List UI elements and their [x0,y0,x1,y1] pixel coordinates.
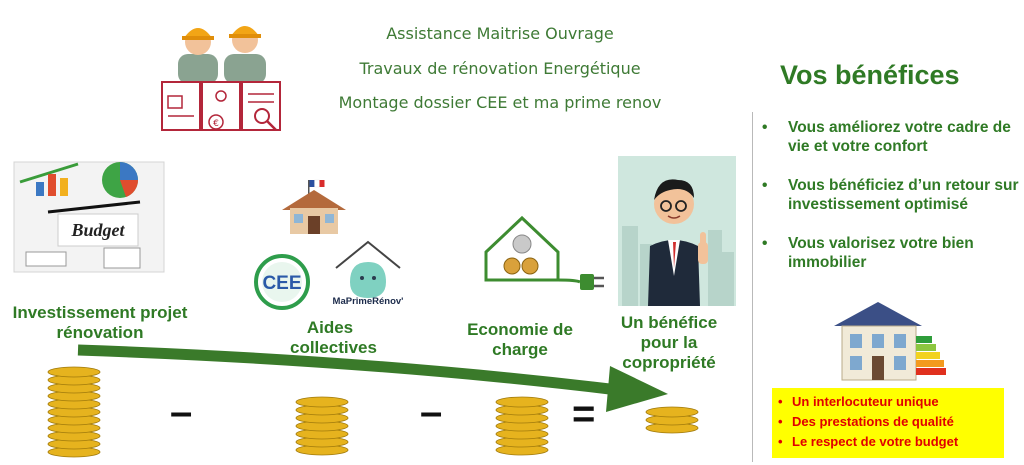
label-investissement: Investissement projet rénovation [12,303,188,342]
flow-arrow [77,344,668,412]
budget-illustration: Budget [13,161,165,273]
energy-label-building-illustration [834,302,946,381]
bullet-icon: • [778,394,783,409]
coin-stack-economie [495,396,549,456]
equals-operator: = [572,392,596,436]
highlight-text: Le respect de votre budget [792,434,959,449]
svg-text:€: € [213,119,219,129]
benefit-text: Vous améliorez votre cadre de vie et vot… [788,119,1011,155]
cee-logo: CEE [254,254,310,310]
bullet-icon: • [762,235,768,252]
benefit-item: • Vous bénéficiez d’un retour sur investi… [762,176,1024,214]
coin-stack-investment [47,366,101,458]
label-benefice: Un bénéfice pour la copropriété [620,313,718,372]
engineers-illustration: € [161,26,281,131]
benefit-text: Vous bénéficiez d’un retour sur investis… [788,177,1019,213]
cee-logo-text: CEE [262,273,301,294]
service-line-1: Assistance Maitrise Ouvrage [386,24,614,43]
minus-operator-1: – [170,390,193,434]
bullet-icon: • [762,177,768,194]
minus-operator-2: – [420,390,443,434]
highlight-item: • Des prestations de qualité [778,412,1004,432]
bullet-icon: • [778,414,783,429]
bullet-icon: • [778,434,783,449]
service-line-2: Travaux de rénovation Energétique [359,59,641,78]
highlights-list: • Un interlocuteur unique • Des prestation… [772,388,1004,452]
bullet-icon: • [762,119,768,136]
businessman-thumbs-up-illustration [618,156,736,306]
service-line-3: Montage dossier CEE et ma prime renov [338,93,662,112]
vertical-divider [752,112,753,462]
highlights-box: • Un interlocuteur unique • Des prestation… [772,388,1004,458]
benefits-list: • Vous améliorez votre cadre de vie et vo… [762,118,1024,292]
highlight-text: Des prestations de qualité [792,414,954,429]
label-economie-de-charge: Economie de charge [467,320,573,359]
highlight-text: Un interlocuteur unique [792,394,939,409]
coin-stack-aides [295,396,349,456]
benefit-text: Vous valorisez votre bien immobilier [788,235,974,271]
maprimerenov-logo: MaPrimeRénov' [333,240,404,307]
budget-word: Budget [70,220,125,240]
benefit-item: • Vous améliorez votre cadre de vie et vo… [762,118,1024,156]
highlight-item: • Le respect de votre budget [778,432,1004,452]
benefits-title: Vos bénéfices [780,60,960,90]
highlight-item: • Un interlocuteur unique [778,392,1004,412]
house-icon [282,179,346,234]
energy-house-plug-icon [484,215,604,290]
label-aides-collectives: Aides collectives [290,318,377,357]
coin-stack-benefice [645,406,699,434]
benefit-item: • Vous valorisez votre bien immobilier [762,234,1024,272]
maprimerenov-text: MaPrimeRénov' [333,296,404,307]
